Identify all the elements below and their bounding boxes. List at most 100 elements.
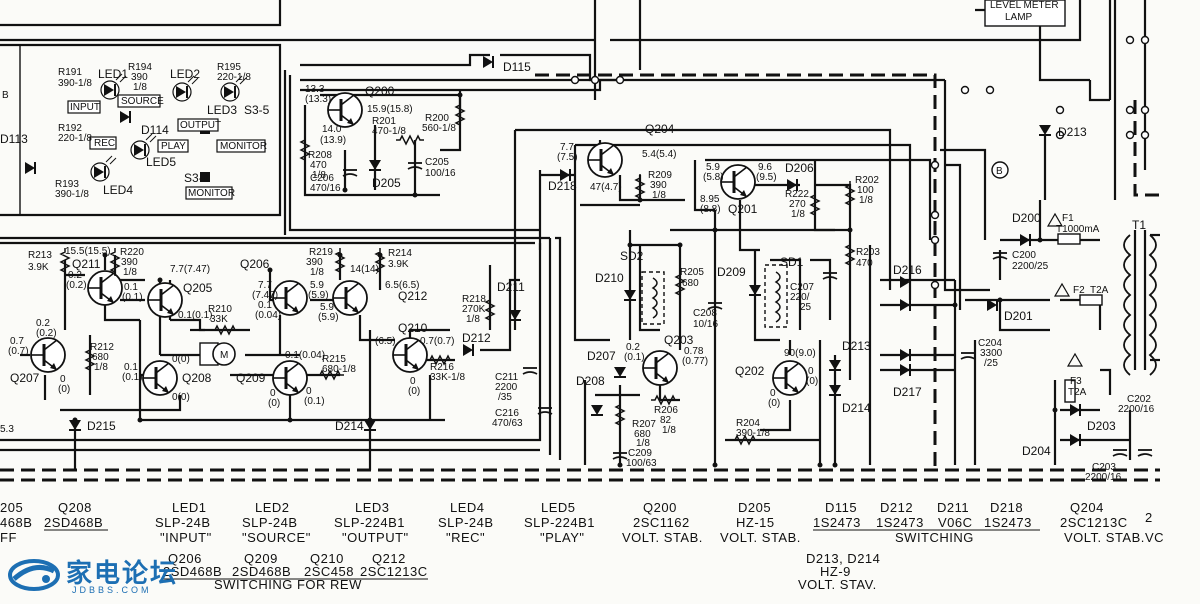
label-labels-q202-v2: 0 [770,388,776,399]
label-labels-c205: C205 [425,157,449,168]
label-labels-d114: D114 [141,123,169,137]
label-labels-source-box: SOURCE [121,96,164,107]
label-labels-r202-val2: 1/8 [859,195,873,206]
diode-d209 [748,284,762,296]
label-labels-play-box: PLAY [161,141,186,152]
label-labels-c206-val: 470/16 [310,183,341,194]
transistor-q200 [326,91,364,129]
label-labels-q211: Q211 [72,257,101,271]
label-legend-r3-f: "REC" [446,530,485,545]
label-labels-q206: Q206 [240,257,270,271]
label-labels-r209-val: 390 [650,180,667,191]
transistor-q212 [331,279,369,317]
label-labels-r201-val: 470-1/8 [372,126,406,137]
switch-s3-4 [200,172,210,182]
label-labels-q201-v6: (8.8) [700,204,721,215]
label-labels-r191: R191 [58,67,82,78]
label-legend-r2-f: SLP-24B [438,515,494,530]
watermark: 家电论坛 JDBBS.COM [8,553,188,599]
label-labels-q207-v2: (0.2) [36,328,57,339]
label-labels-d205: D205 [372,176,401,190]
label-labels-c216-val: 470/63 [492,418,523,429]
label-labels-r205-val: 680 [682,278,699,289]
label-labels-r222: R222 [785,189,809,200]
label-labels-r212-val2: 1/8 [94,362,108,373]
capacitor-c203 [1112,449,1128,457]
label-legend-r5-c: 2SC458 [304,564,354,579]
label-labels-c208-val: 10/16 [693,319,718,330]
label-legend-r2-k: 1S2473 [876,515,924,530]
label-labels-q201-v1: 5.9 [706,162,720,173]
label-labels-r200: R200 [425,113,449,124]
label-labels-c205-val: 100/16 [425,168,456,179]
label-labels-s3-5: S3-5 [244,103,270,117]
label-legend-r3-e: "OUTPUT" [342,530,409,545]
fuse-f2 [1079,294,1103,306]
label-labels-q210-v2: 0.7(0.7) [420,336,454,347]
label-q200: Q200 [365,84,395,98]
watermark-domain: JDBBS.COM [72,585,152,595]
label-labels-q204-v3: 5.4(5.4) [642,149,676,160]
label-labels-r194-val2: 1/8 [133,82,147,93]
diode-d212 [462,343,474,357]
node-b-marker [991,161,1009,179]
label-labels-q209-v2: 0 [270,388,276,399]
label-legend-r4-d: Q212 [372,551,406,566]
label-labels-d218: D218 [548,179,577,193]
label-labels-f1: F1 [1062,213,1074,224]
label-labels-r220-val: 390 [121,257,138,268]
label-labels-r222-val: 270 [789,199,806,210]
label-labels-d211: D211 [497,280,525,294]
diode-d114 [119,110,131,124]
fuse-f3 [1064,379,1076,403]
label-labels-s3-4: S3-4 [184,171,210,185]
label-labels-r216-val: 33K-1/8 [430,372,465,383]
label-legend-r1-d: LED2 [255,500,290,515]
label-labels-r215-val: 680-1/8 [322,364,356,375]
label-labels-q206-v1: 7.7 [258,280,272,291]
label-labels-r214: R214 [388,248,412,259]
label-legend-r3-j: SWITCHING [895,530,974,545]
label-labels-c200-val: 2200/25 [1012,261,1049,272]
label-labels-c207-val: 220/ [790,292,810,303]
label-legend-r3-o: VC [1145,530,1164,545]
label-labels-r195: R195 [217,62,241,73]
label-labels-q208: Q208 [182,371,212,385]
label-labels-c211-val: 2200 [495,382,518,393]
label-labels-q202-v1: 90(9.0) [784,348,816,359]
label-legend-r3-c: "INPUT" [160,530,212,545]
reed-switch-sd1 [764,264,788,328]
label-labels-c204-val2: /25 [984,358,998,369]
label-labels-r212-val: 680 [92,352,109,363]
label-labels-r202-val: 100 [857,185,874,196]
label-labels-q212-v1: 6.5(6.5) [385,280,419,291]
label-labels-input-box: INPUT [70,102,100,113]
label-labels-sd1: SD1 [780,255,804,269]
label-legend-r2-n: 2SC1213C [1060,515,1128,530]
diode-d217a [899,348,911,362]
label-labels-q203-v4: (0.77) [682,356,708,367]
label-labels-c211-val2: /35 [498,392,512,403]
label-labels-q200-v1: 13.3 [305,84,325,95]
label-labels-q210: Q210 [398,321,428,335]
fuse-f1 [1057,233,1081,245]
label-labels-t1: T1 [1132,218,1146,232]
label-labels-q212-v2: 5.9 [320,302,334,313]
components [24,0,1157,460]
label-labels-c209: C209 [628,448,652,459]
label-labels-r218-val: 270K [462,304,486,315]
label-labels-r208-val2: 1/8 [312,170,326,181]
label-labels-r193: R193 [55,179,79,190]
label-labels-r206-val2: 1/8 [662,425,676,436]
label-labels-d203: D203 [1087,419,1116,433]
label-labels-rec-box: REC [94,138,115,149]
label-labels-q205-v1: 7.7(7.47) [170,264,210,275]
label-legend-r4-a: Q206 [168,551,202,566]
label-labels-q209-v3: (0) [268,398,280,409]
transistor-q207 [29,336,67,374]
diode-d216a [899,275,911,289]
label-labels-q202: Q202 [735,364,765,378]
diode-d200 [1019,233,1031,247]
label-labels-q205: Q205 [183,281,213,295]
label-labels-r219-val2: 1/8 [310,267,324,278]
